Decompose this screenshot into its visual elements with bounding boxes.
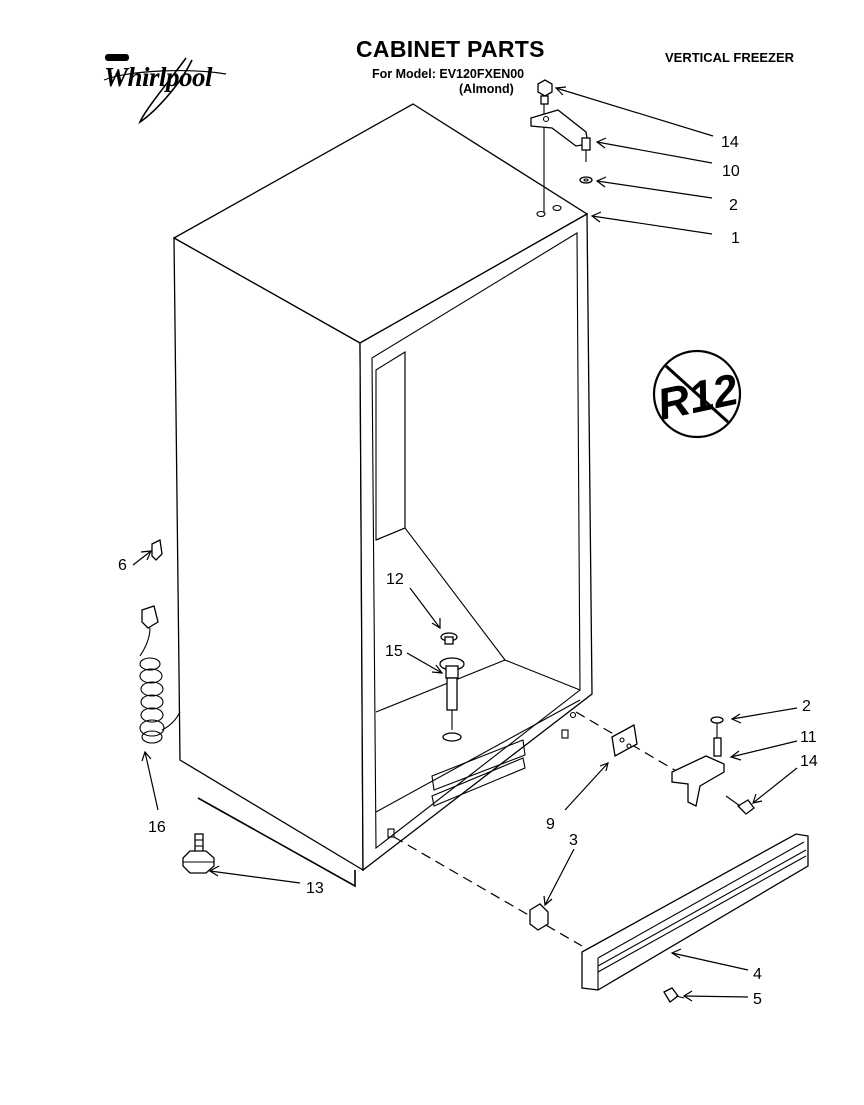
callout-6: 6: [118, 557, 127, 574]
brand-logo-text: Whirlpool: [104, 62, 213, 92]
product-type-label: VERTICAL FREEZER: [665, 50, 795, 65]
screw-part-5: [663, 987, 685, 1003]
callout-13: 13: [306, 880, 324, 897]
callout-10: 10: [722, 163, 740, 180]
toe-grille-part-4: [393, 833, 809, 991]
callout-3: 3: [569, 832, 578, 849]
r12-text: R12: [653, 365, 743, 430]
callout-4: 4: [753, 966, 762, 983]
no-r12-symbol: R12: [652, 349, 743, 439]
callout-14-top: 14: [721, 134, 739, 151]
model-number: For Model: EV120FXEN00: [372, 67, 525, 81]
clip-part-3: [529, 903, 549, 931]
callout-9: 9: [546, 816, 555, 833]
callout-11: 11: [800, 729, 817, 746]
lower-hinge-assembly: [575, 711, 755, 815]
callout-15: 15: [385, 643, 403, 660]
callout-5: 5: [753, 991, 762, 1008]
color-variant: (Almond): [459, 82, 514, 96]
top-hinge-assembly: [530, 79, 593, 212]
cabinet-body: [172, 103, 593, 888]
leveling-leg-part-13: [182, 833, 215, 874]
whirlpool-logo: [100, 50, 232, 130]
callout-12: 12: [386, 571, 404, 588]
page-title: CABINET PARTS: [356, 36, 545, 62]
callout-2-lower: 2: [802, 698, 811, 715]
power-cord-part-16: [139, 605, 181, 744]
drain-tube-part-15: [439, 657, 465, 742]
clip-part-6: [151, 539, 163, 561]
drain-plug-part-12: [440, 632, 458, 645]
callout-2-top: 2: [729, 197, 738, 214]
callout-14-lower: 14: [800, 753, 818, 770]
callout-leaders: [132, 86, 798, 1002]
callout-16: 16: [148, 819, 166, 836]
callout-1: 1: [731, 230, 740, 247]
